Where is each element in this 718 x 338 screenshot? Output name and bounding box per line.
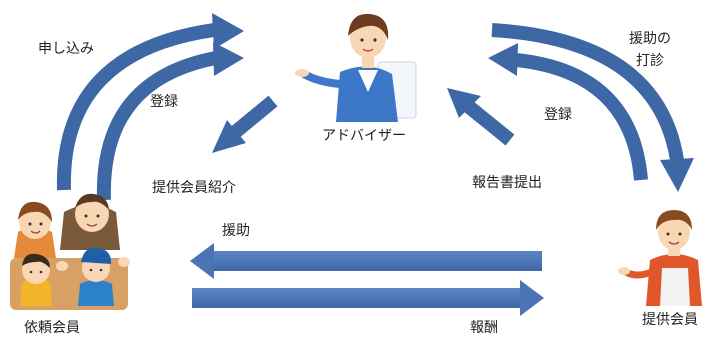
assistance-arrow [190,243,542,279]
application-arrow [56,13,244,191]
advisor-label: アドバイザー [322,128,406,144]
apron-woman-icon [618,210,702,306]
submit-report-label: 報告書提出 [472,175,542,191]
providing-member-label: 提供会員 [642,312,698,328]
family-group-icon [10,193,130,310]
consult-assist-label-line1: 援助の [629,31,671,47]
requesting-member-label: 依頼会員 [24,320,80,336]
register-right-label: 登録 [544,107,572,123]
submit-report-arrow [447,88,515,146]
consult-assist-arrow [491,23,694,192]
register-left-label: 登録 [150,94,178,110]
consult-assist-label-line2: 打診 [636,53,664,69]
remuneration-label: 報酬 [470,320,498,336]
assistance-label: 援助 [222,223,250,239]
introduce-provider-label: 提供会員紹介 [152,180,236,196]
advisor-person-icon [295,13,417,122]
application-label: 申し込み [38,41,94,57]
register-left-arrow [96,42,244,201]
register-right-arrow [488,43,648,181]
remuneration-arrow [192,280,544,316]
introduce-provider-arrow [212,95,278,153]
